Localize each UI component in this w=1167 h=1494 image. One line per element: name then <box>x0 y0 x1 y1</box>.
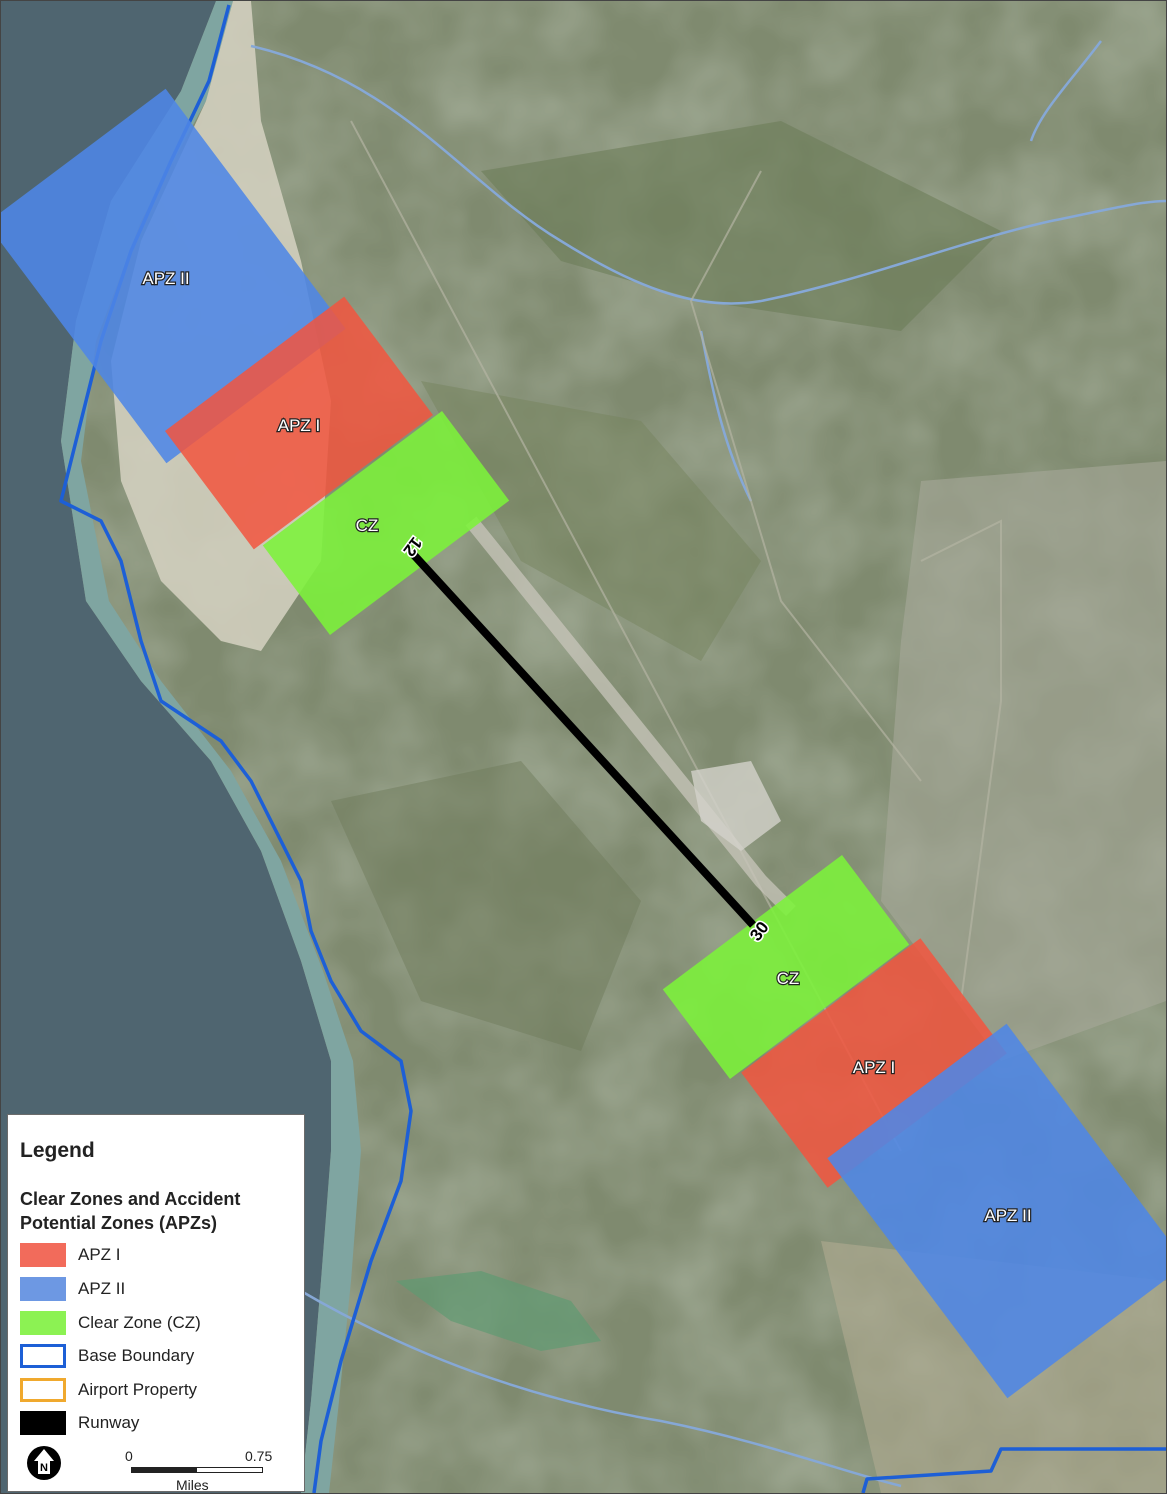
legend-item-airport-property-swatch <box>20 1378 66 1402</box>
apz-i-southeast-label: APZ I <box>853 1058 896 1077</box>
north-arrow-icon: N <box>27 1446 61 1480</box>
scale-start-label: 0 <box>125 1448 133 1464</box>
clear-zone-southeast[interactable] <box>662 855 910 1079</box>
north-label: N <box>40 1462 48 1474</box>
apz-i-southeast[interactable] <box>741 938 1007 1188</box>
legend-item-apz-i-swatch <box>20 1243 66 1267</box>
road <box>689 170 922 782</box>
legend-item-base-boundary-swatch <box>20 1344 66 1368</box>
clear-zone-northwest-label: CZ <box>356 516 379 535</box>
wetland-area <box>396 1271 601 1351</box>
legend-item-base-boundary: Base Boundary <box>20 1344 300 1368</box>
legend-item-clear-zone-label: Clear Zone (CZ) <box>78 1313 201 1332</box>
legend-title: Legend <box>20 1139 95 1162</box>
legend-item-airport-property-label: Airport Property <box>78 1380 198 1399</box>
apz-i-northwest-label: APZ I <box>278 416 321 435</box>
legend-item-apz-ii-swatch <box>20 1277 66 1301</box>
creek <box>300 1289 902 1488</box>
legend-panel: Legend Clear Zones and Accident Potentia… <box>7 1114 305 1493</box>
legend-item-runway: Runway <box>20 1411 300 1435</box>
legend-item-runway-label: Runway <box>78 1413 140 1432</box>
legend-item-apz-i: APZ I <box>20 1243 300 1267</box>
legend-item-clear-zone-swatch <box>20 1311 66 1335</box>
legend-subtitle: Clear Zones and Accident Potential Zones… <box>20 1189 241 1233</box>
clear-zone-northwest[interactable] <box>262 411 510 635</box>
vegetation-patch <box>421 381 761 661</box>
zones-layer <box>1 88 1166 1399</box>
developed-area <box>881 461 1166 1061</box>
clear-zone-southeast-label: CZ <box>777 969 800 988</box>
road <box>920 519 1002 1002</box>
vegetation-patch <box>331 761 641 1051</box>
apz-ii-southeast-label: APZ II <box>984 1206 1031 1225</box>
apz-ii-southeast[interactable] <box>827 1023 1166 1399</box>
legend-item-apz-i-label: APZ I <box>78 1245 121 1264</box>
base-boundary <box>861 1447 1166 1493</box>
legend-item-apz-ii: APZ II <box>20 1277 300 1301</box>
apz-i-northwest[interactable] <box>165 296 433 550</box>
legend-item-base-boundary-label: Base Boundary <box>78 1346 195 1365</box>
creek <box>1029 40 1102 142</box>
apron <box>691 761 781 851</box>
legend-item-airport-property: Airport Property <box>20 1378 300 1402</box>
runway <box>410 551 756 928</box>
scale-bar <box>131 1467 263 1473</box>
scale-unit-label: Miles <box>176 1477 209 1493</box>
vegetation-patch <box>481 121 1001 331</box>
legend-item-runway-swatch <box>20 1411 66 1435</box>
creek <box>250 44 1166 305</box>
surf-zone <box>61 1 361 1493</box>
apz-ii-northwest-label: APZ II <box>142 269 189 288</box>
scale-end-label: 0.75 <box>245 1448 273 1464</box>
legend-item-clear-zone: Clear Zone (CZ) <box>20 1311 300 1335</box>
legend-item-apz-ii-label: APZ II <box>78 1279 126 1298</box>
